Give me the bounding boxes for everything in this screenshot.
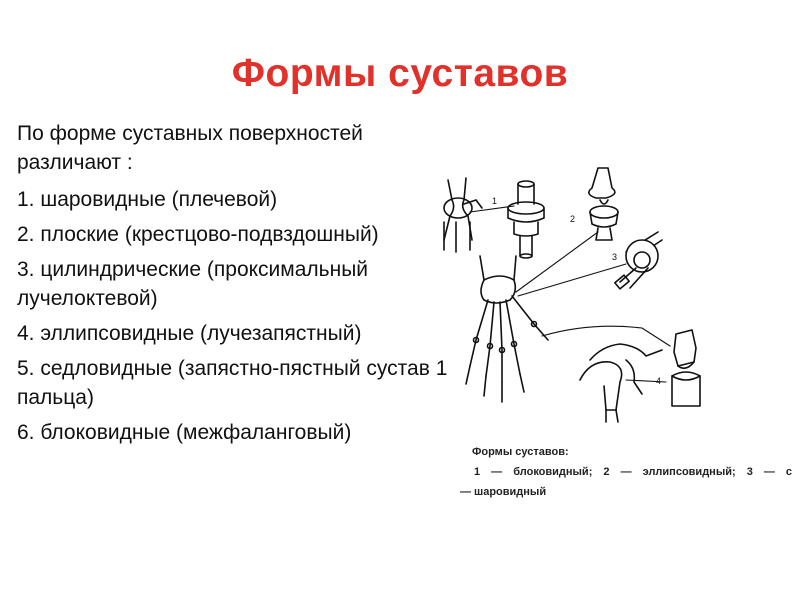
list-item: 5. седловидные (запястно-пястный сустав … xyxy=(17,357,448,409)
figure-caption: Формы суставов: 1 — блоковидный; 2 — элл… xyxy=(460,442,800,502)
ball-joint-model xyxy=(614,231,663,290)
list-item: 6. блоковидные (межфаланговый) xyxy=(17,421,352,444)
figure-label: 1 xyxy=(492,196,497,206)
hand-skeleton-drawing xyxy=(465,255,549,403)
hinge-joint-model xyxy=(507,180,545,259)
joint-types-list: По форме суставных поверхностей различаю… xyxy=(17,119,457,453)
caption-title: Формы суставов: xyxy=(472,446,569,458)
caption-text: 1 — блоковидный; 2 — эллипсовидный; 3 — … xyxy=(474,466,793,478)
elbow-joint-drawing xyxy=(443,177,483,253)
list-item: 1. шаровидные (плечевой) xyxy=(17,188,278,211)
slide-title: Формы суставов xyxy=(231,52,569,95)
shoulder-joint-drawing xyxy=(579,343,663,423)
figure-label: 3 xyxy=(612,252,617,262)
caption-text: — шаровидный xyxy=(460,486,547,498)
saddle-joint-model xyxy=(671,329,701,407)
list-item: 2. плоские (крестцово-подвздошный) xyxy=(17,223,379,246)
list-item: 4. эллипсовидные (лучезапястный) xyxy=(17,322,362,345)
figure-label: 4 xyxy=(656,376,661,386)
ellipsoid-joint-model xyxy=(588,167,619,241)
figure-label: 2 xyxy=(570,214,575,224)
list-intro: По форме суставных поверхностей различаю… xyxy=(17,122,363,174)
joint-forms-illustration: 1 2 3 4 xyxy=(443,167,701,423)
list-item: 3. цилиндрические (проксимальный лучелок… xyxy=(17,258,369,310)
